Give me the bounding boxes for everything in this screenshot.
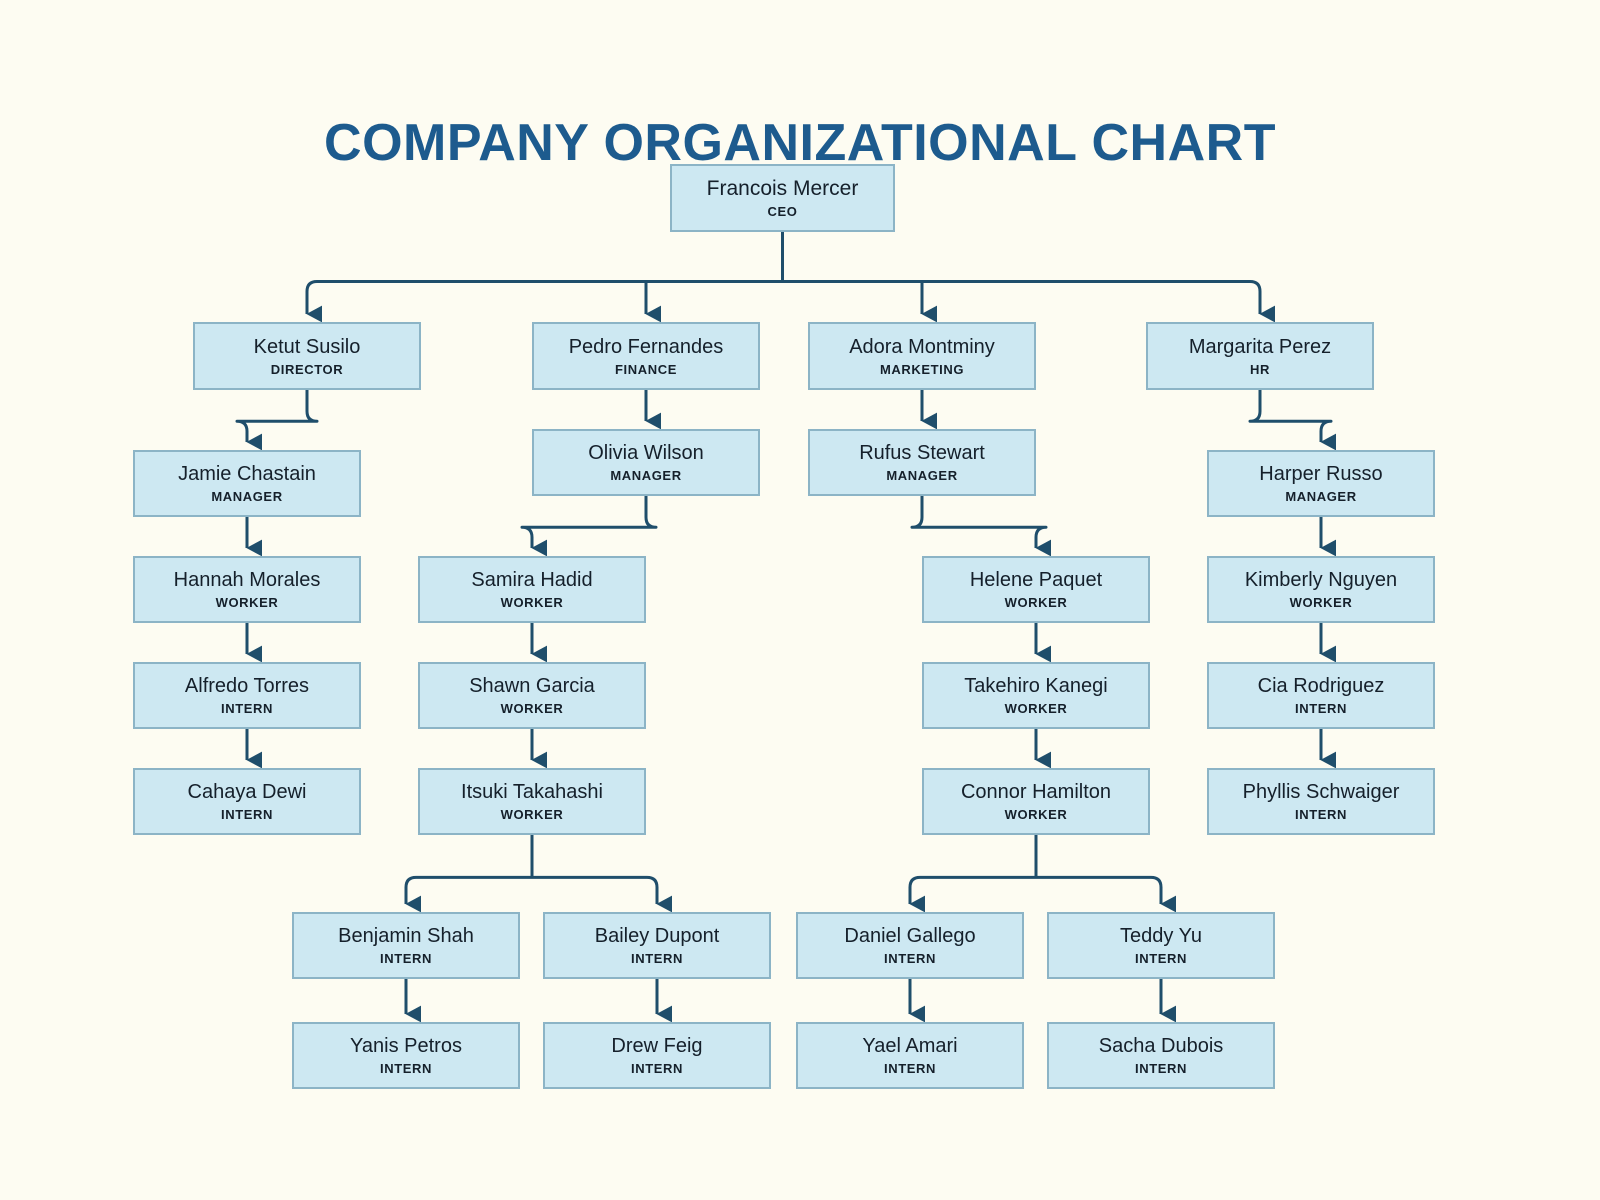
org-node-name: Jamie Chastain [178,463,316,485]
connector-n18-n22 [646,875,673,913]
org-node-name: Teddy Yu [1120,925,1202,947]
org-node-role: WORKER [1004,807,1068,822]
org-node-role: MANAGER [1285,489,1357,504]
org-node-name: Harper Russo [1259,463,1383,485]
connector-n6-n10 [520,496,658,557]
org-node-role: WORKER [500,595,564,610]
org-node-role: FINANCE [615,361,677,377]
connector-n0-n1 [305,280,323,323]
org-node-name: Pedro Fernandes [568,335,724,358]
connector-n19-n23 [908,875,926,913]
org-node-role: INTERN [1295,701,1347,716]
org-node-name: Margarita Perez [1188,335,1332,358]
org-node-name: Shawn Garcia [469,675,595,697]
connector-n7-n11 [910,496,1052,557]
org-node-role: WORKER [1004,701,1068,716]
org-node-role: INTERN [1135,951,1187,966]
org-node-role: MANAGER [886,468,958,483]
page-title: COMPANY ORGANIZATIONAL CHART [324,113,1276,172]
org-node-name: Benjamin Shah [338,925,474,947]
org-node-name: Alfredo Torres [184,675,310,697]
org-node-name: Takehiro Kanegi [964,675,1108,697]
org-node-role: MANAGER [211,489,283,504]
org-node-role: INTERN [884,951,936,966]
connector-n18-n21 [404,875,422,913]
org-node-role: INTERN [884,1061,936,1076]
org-node-role: INTERN [380,951,432,966]
org-node-role: WORKER [500,701,564,716]
connector-n19-n24 [1150,875,1177,913]
connector-n4-n8 [1248,390,1337,451]
org-node-name: Connor Hamilton [960,781,1112,803]
org-node-name: Kimberly Nguyen [1244,569,1398,591]
org-node-name: Bailey Dupont [594,925,720,947]
org-node-name: Ketut Susilo [253,335,361,358]
org-node-name: Cia Rodriguez [1257,675,1385,697]
org-node-name: Yanis Petros [350,1035,462,1057]
org-node-name: Itsuki Takahashi [461,781,603,803]
org-node-role: INTERN [631,1061,683,1076]
org-node-role: WORKER [1004,595,1068,610]
org-node-name: Adora Montminy [849,335,995,358]
org-node-role: INTERN [221,807,273,822]
org-node-name: Phyllis Schwaiger [1242,781,1400,803]
org-node-teddy-yu[interactable]: Teddy Yu INTERN [1047,912,1275,979]
org-node-name: Sacha Dubois [1098,1035,1224,1057]
connector-n1-n5 [235,390,319,451]
org-node-name: Helene Paquet [969,569,1103,591]
org-node-name: Francois Mercer [706,176,859,200]
org-node-role: INTERN [1295,807,1347,822]
org-node-role: WORKER [500,807,564,822]
org-node-name: Daniel Gallego [844,925,976,947]
org-node-name: Hannah Morales [173,569,321,591]
org-node-role: INTERN [631,951,683,966]
org-node-name: Yael Amari [862,1035,958,1057]
org-node-name: Samira Hadid [471,569,593,591]
org-node-name: Rufus Stewart [859,442,985,464]
org-node-role: INTERN [1135,1061,1187,1076]
org-node-role: MANAGER [610,468,682,483]
org-node-role: INTERN [221,701,273,716]
org-node-role: WORKER [215,595,279,610]
org-node-name: Drew Feig [611,1035,703,1057]
org-node-name: Cahaya Dewi [187,781,307,803]
org-node-role: DIRECTOR [270,361,344,377]
org-node-role: MARKETING [879,361,965,377]
org-node-role: HR [1250,361,1270,377]
org-node-role: CEO [767,203,798,219]
org-node-role: INTERN [380,1061,432,1076]
org-node-name: Olivia Wilson [588,442,704,464]
org-node-role: WORKER [1289,595,1353,610]
connector-n0-n4 [1249,280,1276,323]
